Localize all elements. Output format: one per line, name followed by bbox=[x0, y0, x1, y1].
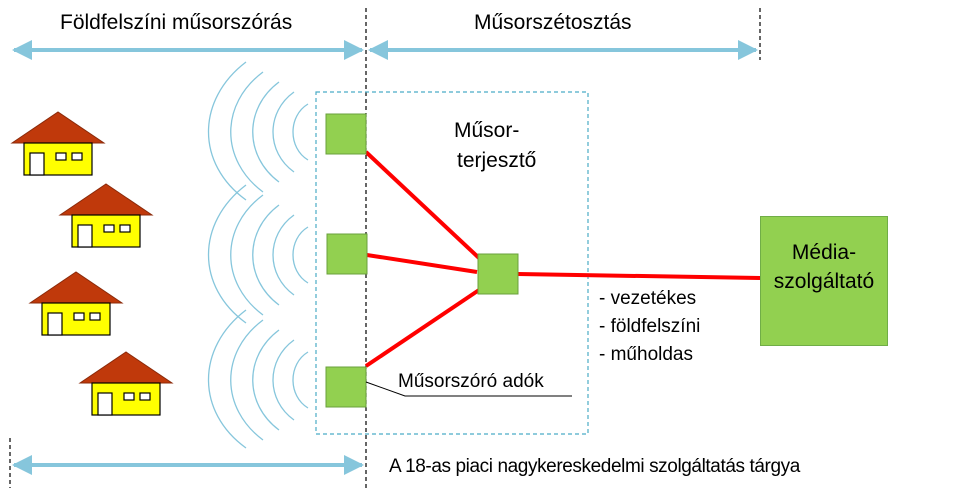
media-label-line2: szolgáltató bbox=[773, 270, 875, 293]
link-media bbox=[517, 272, 761, 280]
distributor-label-line2: terjesztő bbox=[457, 149, 537, 172]
link-bottom bbox=[364, 288, 481, 368]
transmitters-callout bbox=[365, 381, 572, 397]
link-type-wired: - vezetékes bbox=[599, 288, 697, 309]
transmitter-bottom bbox=[325, 366, 367, 408]
transmitter-middle bbox=[326, 233, 368, 275]
distributor-label-line1: Műsor- bbox=[454, 119, 520, 142]
link-top bbox=[364, 150, 481, 260]
link-middle bbox=[366, 253, 478, 274]
radio-waves bbox=[207, 61, 309, 449]
distributor-hub bbox=[477, 253, 519, 295]
link-type-satellite: - műholdas bbox=[599, 344, 693, 365]
market-subject-label: A 18-as piaci nagykereskedelmi szolgálta… bbox=[389, 456, 800, 477]
link-type-terrestrial: - földfelszíni bbox=[599, 316, 701, 337]
house-icon bbox=[10, 111, 106, 176]
house-icon bbox=[78, 351, 174, 416]
media-label-line1: Média- bbox=[791, 241, 857, 264]
transmitters-label: Műsorszóró adók bbox=[398, 371, 544, 392]
transmitter-top bbox=[325, 113, 367, 155]
terrestrial-broadcast-label: Földfelszíni műsorszórás bbox=[60, 11, 293, 34]
house-icon bbox=[58, 183, 154, 248]
house-icon bbox=[28, 271, 124, 336]
program-distribution-label: Műsorszétosztás bbox=[474, 11, 632, 34]
media-provider-box bbox=[760, 216, 888, 346]
distributor-box bbox=[315, 91, 589, 435]
